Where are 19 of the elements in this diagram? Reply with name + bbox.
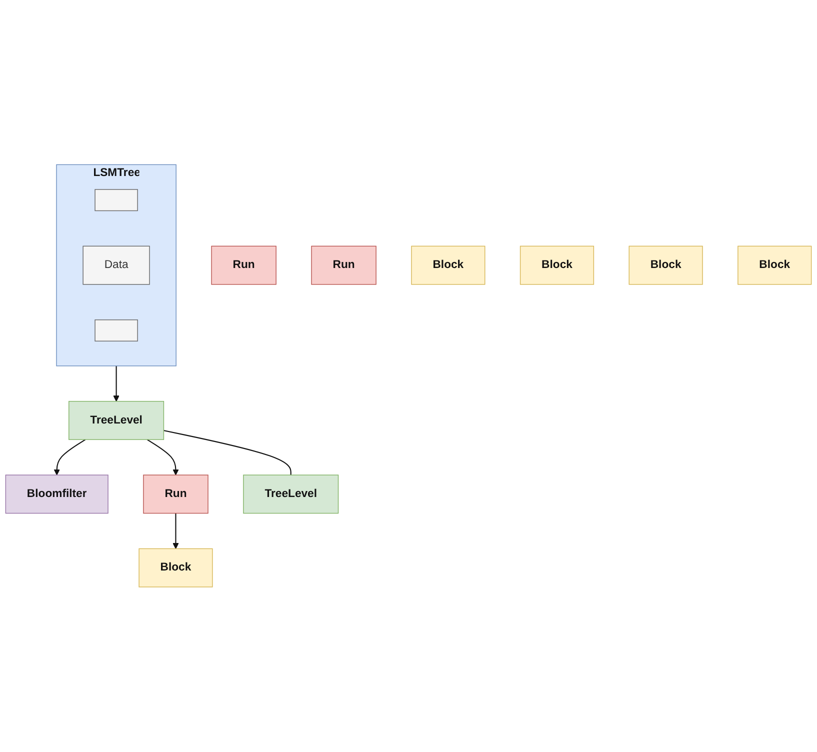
arrow [146,439,179,476]
node-box: Block [738,246,812,285]
node-box: Run [211,246,276,285]
node-box: Run [143,474,208,514]
node-box [94,320,138,342]
arrow [172,513,179,550]
node-box: Block [138,548,213,588]
node-box: TreeLevel [68,401,164,440]
node-box: Block [628,246,703,285]
node-box: Bloomfilter [5,474,108,514]
node-box [94,189,138,212]
node-box: Block [411,246,486,285]
arrow [54,439,86,476]
node-box: Run [311,246,376,285]
node-box: TreeLevel [243,474,339,514]
node-box: Data [82,246,150,285]
connector [164,430,292,476]
arrow [113,366,120,402]
node-box: Block [520,246,594,285]
